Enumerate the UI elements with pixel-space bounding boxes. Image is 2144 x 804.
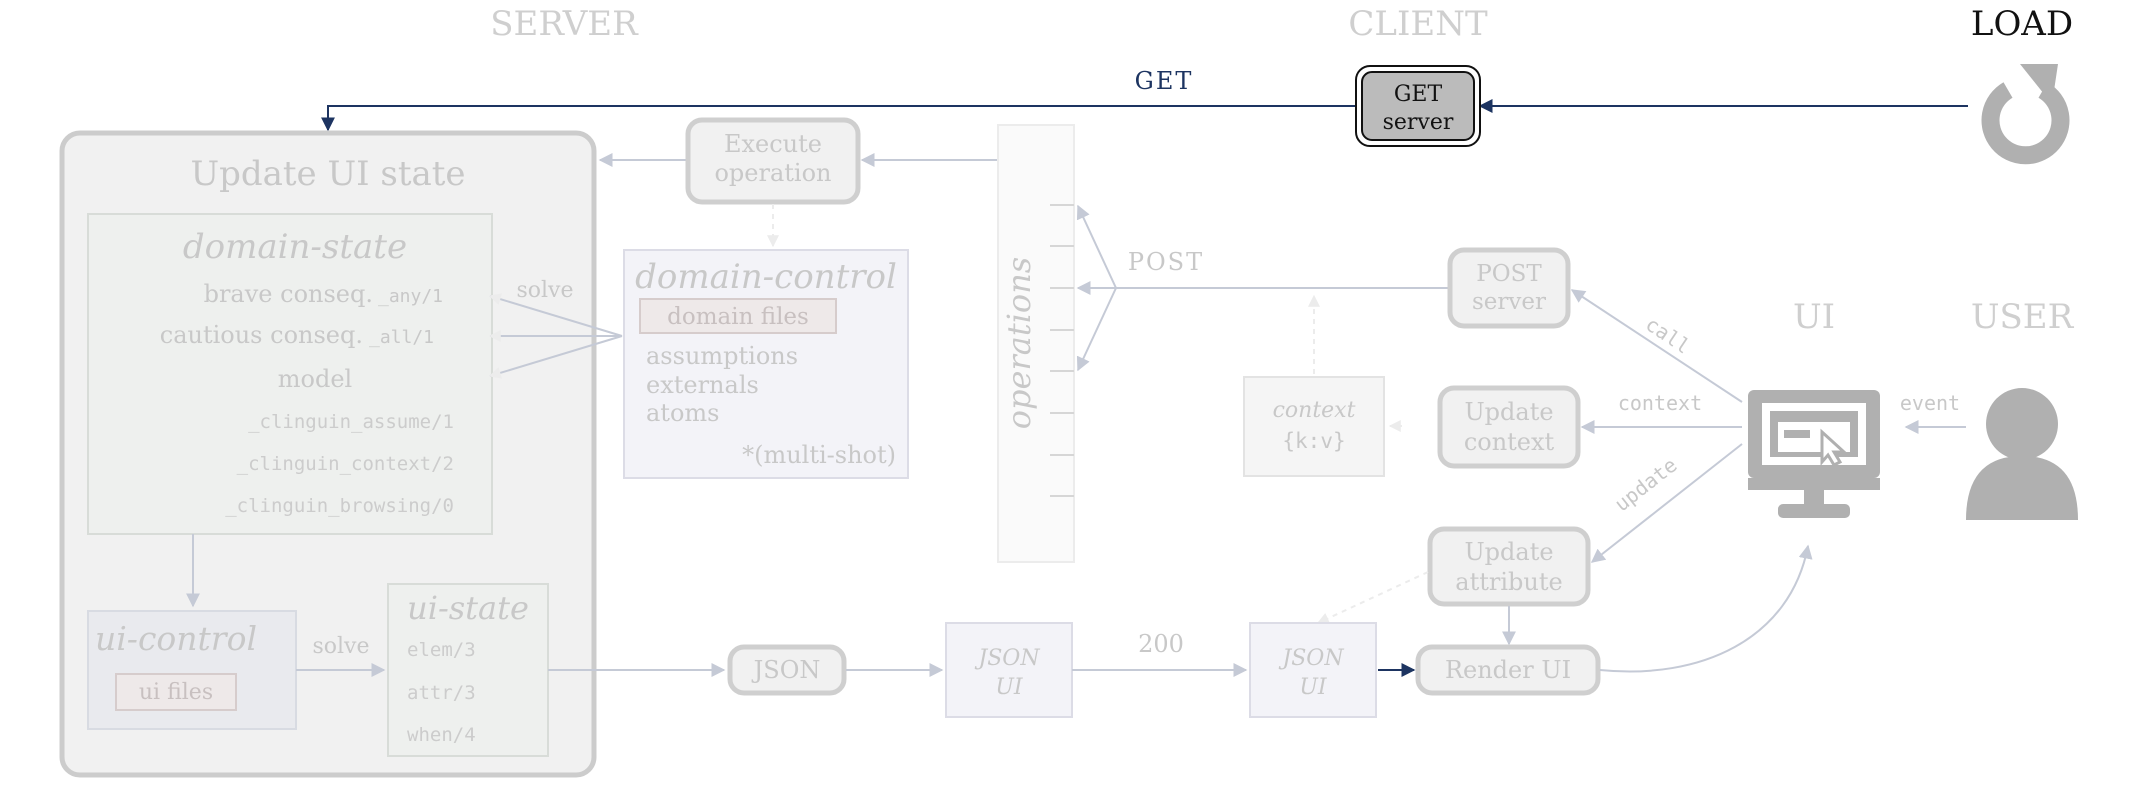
domain-control-assumptions: assumptions bbox=[646, 342, 798, 370]
render-to-ui-arrow bbox=[1599, 544, 1813, 673]
json-ui-right-line1: JSON bbox=[1278, 646, 1344, 671]
get-request-arrow bbox=[321, 105, 1358, 132]
update-attribute-line1: Update bbox=[1464, 538, 1553, 566]
post-server-box: POST server bbox=[1447, 247, 1571, 329]
update-ui-state-title: Update UI state bbox=[190, 154, 465, 194]
post-arrow-down bbox=[1076, 287, 1117, 372]
domain-state-title: domain-state bbox=[183, 227, 407, 267]
update-context-line2: context bbox=[1464, 428, 1555, 456]
monitor-icon bbox=[1748, 390, 1880, 518]
ui-state-attr: attr/3 bbox=[407, 682, 476, 704]
reload-icon bbox=[1981, 64, 2070, 165]
update-attribute-to-json-ui-arrow bbox=[1316, 571, 1429, 624]
domain-control-externals: externals bbox=[646, 371, 759, 399]
header-server: SERVER bbox=[490, 4, 639, 44]
context-label: context bbox=[1618, 391, 1702, 415]
context-store-value: {k:v} bbox=[1282, 429, 1345, 453]
update-edge bbox=[1590, 443, 1743, 563]
operations-column: operations bbox=[997, 124, 1075, 563]
domain-control-multishot: *(multi-shot) bbox=[742, 441, 896, 469]
model-label: model bbox=[278, 365, 352, 393]
get-label: GET bbox=[1135, 67, 1194, 95]
atom-browsing: _clinguin_browsing/0 bbox=[225, 495, 454, 517]
ui-files-label: ui files bbox=[139, 680, 213, 705]
ui-control-title: ui-control bbox=[95, 619, 257, 658]
domain-control-atoms: atoms bbox=[646, 399, 719, 427]
json-ui-right-line2: UI bbox=[1299, 675, 1328, 700]
get-server-line2: server bbox=[1383, 110, 1454, 135]
json-ui-left-line1: JSON bbox=[974, 646, 1040, 671]
event-label: event bbox=[1900, 391, 1960, 415]
json-pill: JSON bbox=[727, 644, 847, 696]
post-label: POST bbox=[1128, 248, 1204, 276]
header-load: LOAD bbox=[1971, 4, 2073, 44]
update-context-line1: Update bbox=[1464, 398, 1553, 426]
render-ui-box: Render UI bbox=[1415, 644, 1601, 696]
ui-control-box: ui-control ui files bbox=[87, 610, 297, 730]
status-200-label: 200 bbox=[1138, 630, 1184, 658]
json-ui-box-left: JSON UI bbox=[945, 622, 1073, 718]
execute-operation-box: Execute operation bbox=[685, 117, 861, 205]
ui-files-box bbox=[115, 673, 237, 711]
ui-state-when: when/4 bbox=[407, 724, 476, 746]
ui-state-box: ui-state elem/3 attr/3 when/4 bbox=[387, 583, 549, 757]
get-server-box: GET server bbox=[1355, 65, 1481, 147]
solve-arrow-model bbox=[488, 335, 623, 379]
ui-state-title: ui-state bbox=[407, 589, 529, 627]
solve-arrow-brave bbox=[488, 293, 623, 337]
render-ui-label: Render UI bbox=[1445, 656, 1571, 684]
get-server-line1: GET bbox=[1394, 82, 1443, 107]
post-server-line1: POST bbox=[1476, 261, 1542, 287]
execute-operation-line1: Execute bbox=[724, 130, 822, 158]
solve-label-top: solve bbox=[516, 278, 573, 303]
brave-pred: _any/1 bbox=[378, 286, 443, 307]
brave-label: brave conseq. bbox=[204, 280, 373, 308]
solve-label-bottom: solve bbox=[312, 634, 369, 659]
update-label: update bbox=[1610, 453, 1682, 516]
update-attribute-box: Update attribute bbox=[1427, 526, 1591, 607]
cautious-label: cautious conseq. bbox=[160, 321, 363, 349]
update-attribute-line2: attribute bbox=[1455, 568, 1562, 596]
cautious-pred: _all/1 bbox=[369, 327, 434, 348]
json-ui-left-line2: UI bbox=[995, 675, 1024, 700]
post-server-line2: server bbox=[1472, 289, 1546, 315]
ui-state-elem: elem/3 bbox=[407, 639, 476, 661]
domain-files-box bbox=[639, 298, 837, 334]
domain-control-title: domain-control bbox=[635, 257, 897, 297]
operations-label: operations bbox=[1000, 257, 1038, 429]
call-label: call bbox=[1641, 312, 1694, 359]
context-store-title: context bbox=[1273, 398, 1356, 423]
atom-context: _clinguin_context/2 bbox=[237, 453, 454, 475]
json-ui-box-right: JSON UI bbox=[1249, 622, 1377, 718]
header-user: USER bbox=[1971, 297, 2075, 337]
post-arrow-up bbox=[1076, 204, 1117, 289]
atom-assume: _clinguin_assume/1 bbox=[248, 411, 454, 433]
user-icon bbox=[1966, 388, 2078, 520]
domain-state-box: domain-state brave conseq. _any/1 cautio… bbox=[87, 213, 493, 535]
update-context-box: Update context bbox=[1437, 385, 1581, 469]
header-client: CLIENT bbox=[1348, 4, 1488, 44]
execute-operation-line2: operation bbox=[714, 159, 831, 187]
header-ui: UI bbox=[1793, 297, 1835, 337]
domain-control-box: domain-control domain files assumptions … bbox=[623, 249, 909, 479]
call-edge bbox=[1570, 289, 1743, 403]
json-pill-label: JSON bbox=[751, 656, 821, 684]
context-store-box: context {k:v} bbox=[1243, 376, 1385, 477]
domain-files-label: domain files bbox=[667, 304, 809, 330]
